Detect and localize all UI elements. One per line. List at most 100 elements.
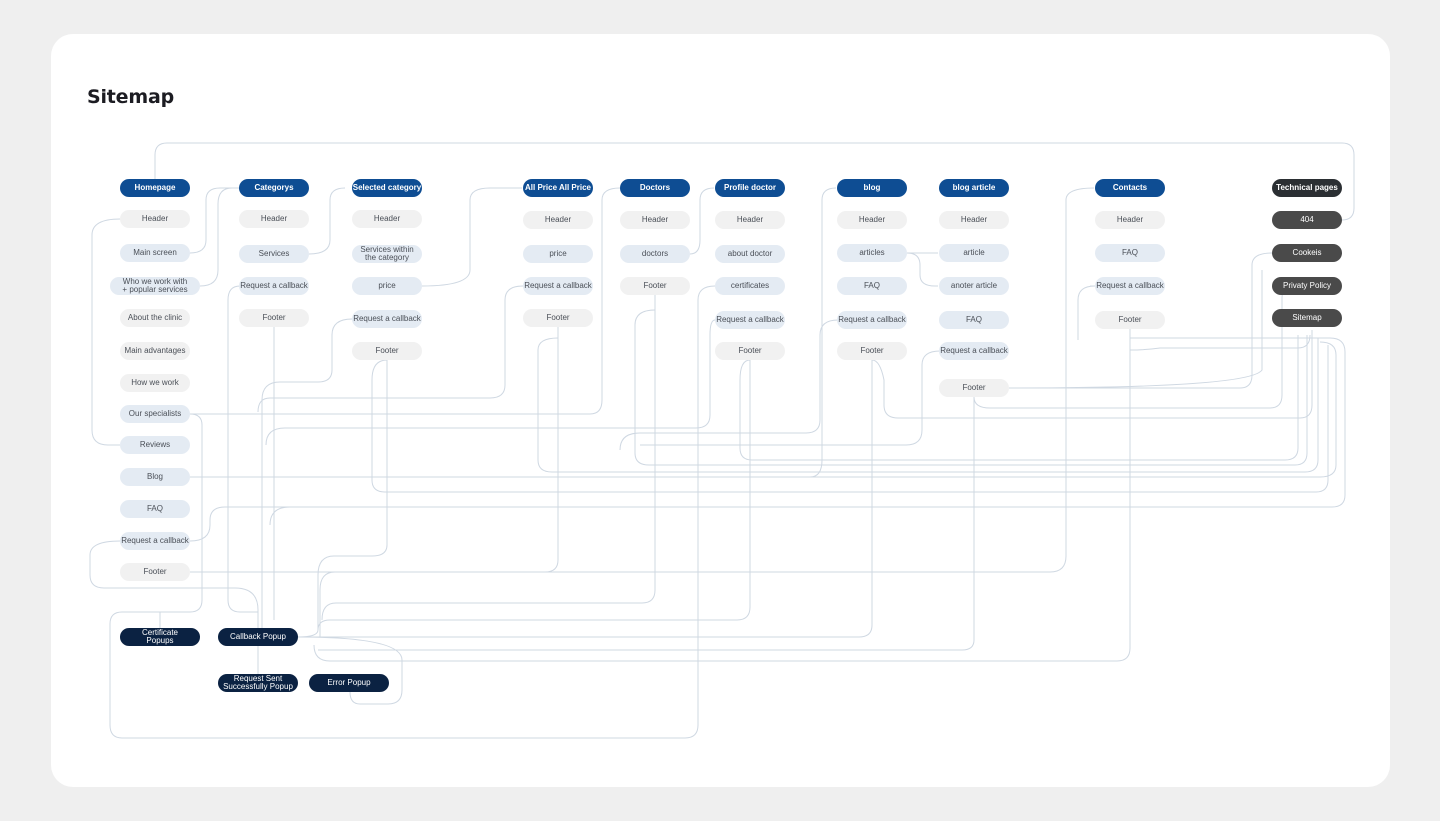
link-contacts-sitemap bbox=[1129, 334, 1311, 351]
page-node-contacts: Contacts bbox=[1095, 179, 1165, 197]
section-node-selected-category-services-within-the-category: Services within the category bbox=[352, 245, 422, 263]
section-node-blog-article-request-a-callback: Request a callback bbox=[939, 342, 1009, 360]
section-node-homepage-blog: Blog bbox=[120, 468, 190, 486]
link-home-callback-2 bbox=[189, 506, 300, 542]
section-node-homepage-reviews: Reviews bbox=[120, 436, 190, 454]
link-allprice-footer bbox=[319, 327, 559, 637]
section-node-blog-article-footer: Footer bbox=[939, 379, 1009, 397]
section-node-blog-header: Header bbox=[837, 211, 907, 229]
section-node-selected-category-header: Header bbox=[352, 210, 422, 228]
section-node-blog-article-header: Header bbox=[939, 211, 1009, 229]
link-blog-footer bbox=[298, 360, 873, 638]
section-node-categorys-header: Header bbox=[239, 210, 309, 228]
section-node-profile-doctor-about-doctor: about doctor bbox=[715, 245, 785, 263]
link-profile-footer bbox=[317, 360, 751, 631]
link-services-selected bbox=[308, 187, 346, 255]
section-node-selected-category-request-a-callback: Request a callback bbox=[352, 310, 422, 328]
link-articles-anoter bbox=[906, 252, 938, 287]
link-blog-callback bbox=[619, 319, 839, 451]
link-selected-callback bbox=[261, 318, 353, 628]
section-node-contacts-faq: FAQ bbox=[1095, 244, 1165, 262]
section-node-blog-article-faq: FAQ bbox=[939, 311, 1009, 329]
link-doctors-footer bbox=[321, 295, 656, 621]
section-node-blog-faq: FAQ bbox=[837, 277, 907, 295]
section-node-homepage-main-advantages: Main advantages bbox=[120, 342, 190, 360]
popup-node-certificate-popups: Certificate Popups bbox=[120, 628, 200, 646]
section-node-homepage-about-the-clinic: About the clinic bbox=[120, 309, 190, 327]
section-node-profile-doctor-request-a-callback: Request a callback bbox=[715, 311, 785, 329]
section-node-homepage-our-specialists: Our specialists bbox=[120, 405, 190, 423]
section-node-profile-doctor-header: Header bbox=[715, 211, 785, 229]
page-node-profile-doctor: Profile doctor bbox=[715, 179, 785, 197]
link-price-allprice bbox=[421, 187, 522, 287]
popup-node-error-popup: Error Popup bbox=[309, 674, 389, 692]
page-node-categorys: Categorys bbox=[239, 179, 309, 197]
section-node-homepage-faq: FAQ bbox=[120, 500, 190, 518]
link-contacts-footer bbox=[313, 329, 1131, 662]
link-selected-tech bbox=[371, 345, 1329, 493]
page-title: Sitemap bbox=[87, 86, 174, 108]
link-profile-tech bbox=[739, 335, 1299, 461]
link-doctors-profile bbox=[689, 187, 715, 255]
section-node-blog-article-anoter-article: anoter article bbox=[939, 277, 1009, 295]
section-node-contacts-request-a-callback: Request a callback bbox=[1095, 277, 1165, 295]
section-node-categorys-services: Services bbox=[239, 245, 309, 263]
section-node-technical-pages-404: 404 bbox=[1272, 211, 1342, 229]
section-node-homepage-footer: Footer bbox=[120, 563, 190, 581]
section-node-blog-article-article: article bbox=[939, 244, 1009, 262]
link-allprice-tech bbox=[537, 337, 1319, 473]
section-node-technical-pages-sitemap: Sitemap bbox=[1272, 309, 1342, 327]
section-node-homepage-how-we-work: How we work bbox=[120, 374, 190, 392]
link-footer-contacts bbox=[190, 187, 1095, 573]
section-node-doctors-header: Header bbox=[620, 211, 690, 229]
section-node-homepage-main-screen: Main screen bbox=[120, 244, 190, 262]
link-doctors-tech bbox=[634, 309, 1308, 466]
section-node-contacts-header: Header bbox=[1095, 211, 1165, 229]
section-node-technical-pages-privaty-policy: Privaty Policy bbox=[1272, 277, 1342, 295]
section-node-all-price-all-price-footer: Footer bbox=[523, 309, 593, 327]
link-footer-privacy bbox=[973, 285, 1296, 409]
section-node-profile-doctor-footer: Footer bbox=[715, 342, 785, 360]
section-node-technical-pages-cookeis: Cookeis bbox=[1272, 244, 1342, 262]
section-node-doctors-doctors: doctors bbox=[620, 245, 690, 263]
section-node-contacts-footer: Footer bbox=[1095, 311, 1165, 329]
page-node-technical-pages: Technical pages bbox=[1272, 179, 1342, 197]
link-blog-sitemap bbox=[871, 330, 1313, 419]
section-node-all-price-all-price-request-a-callback: Request a callback bbox=[523, 277, 593, 295]
link-mainscreen-categorys bbox=[189, 187, 239, 254]
section-node-homepage-header: Header bbox=[120, 210, 190, 228]
section-node-blog-articles: articles bbox=[837, 244, 907, 262]
section-node-all-price-all-price-price: price bbox=[523, 245, 593, 263]
section-node-blog-footer: Footer bbox=[837, 342, 907, 360]
page-node-selected-category: Selected category bbox=[352, 179, 422, 197]
link-blog-blogpage bbox=[190, 187, 837, 478]
page-node-all-price-all-price: All Price All Price bbox=[523, 179, 593, 197]
link-article-cookies bbox=[1008, 270, 1263, 389]
page-node-blog: blog bbox=[837, 179, 907, 197]
section-node-blog-request-a-callback: Request a callback bbox=[837, 311, 907, 329]
link-allprice-callback bbox=[257, 285, 524, 413]
loop-homepage-reviews bbox=[91, 218, 121, 446]
link-article-callback bbox=[640, 350, 941, 446]
link-home-callback bbox=[89, 540, 259, 628]
section-node-all-price-all-price-header: Header bbox=[523, 211, 593, 229]
popup-node-request-sent-successfully-popup: Request Sent Successfully Popup bbox=[218, 674, 298, 692]
section-node-homepage-request-a-callback: Request a callback bbox=[120, 532, 190, 550]
link-callback-error bbox=[297, 636, 403, 705]
page-node-homepage: Homepage bbox=[120, 179, 190, 197]
section-node-categorys-request-a-callback: Request a callback bbox=[239, 277, 309, 295]
popup-node-callback-popup: Callback Popup bbox=[218, 628, 298, 646]
section-node-profile-doctor-certificates: certificates bbox=[715, 277, 785, 295]
link-certificates-popup bbox=[109, 285, 716, 739]
link-profile-callback bbox=[265, 319, 716, 446]
link-contacts-tech bbox=[269, 337, 1346, 526]
loop-homepage-404 bbox=[154, 142, 1355, 221]
link-article-footer bbox=[318, 397, 975, 651]
page-node-doctors: Doctors bbox=[620, 179, 690, 197]
page-node-blog-article: blog article bbox=[939, 179, 1009, 197]
link-specialists-certpopup bbox=[160, 413, 203, 613]
link-selected-footer bbox=[297, 360, 388, 638]
link-home-tech bbox=[190, 341, 1337, 478]
section-node-homepage-who-we-work-with-popular-services: Who we work with + popular services bbox=[110, 277, 200, 295]
